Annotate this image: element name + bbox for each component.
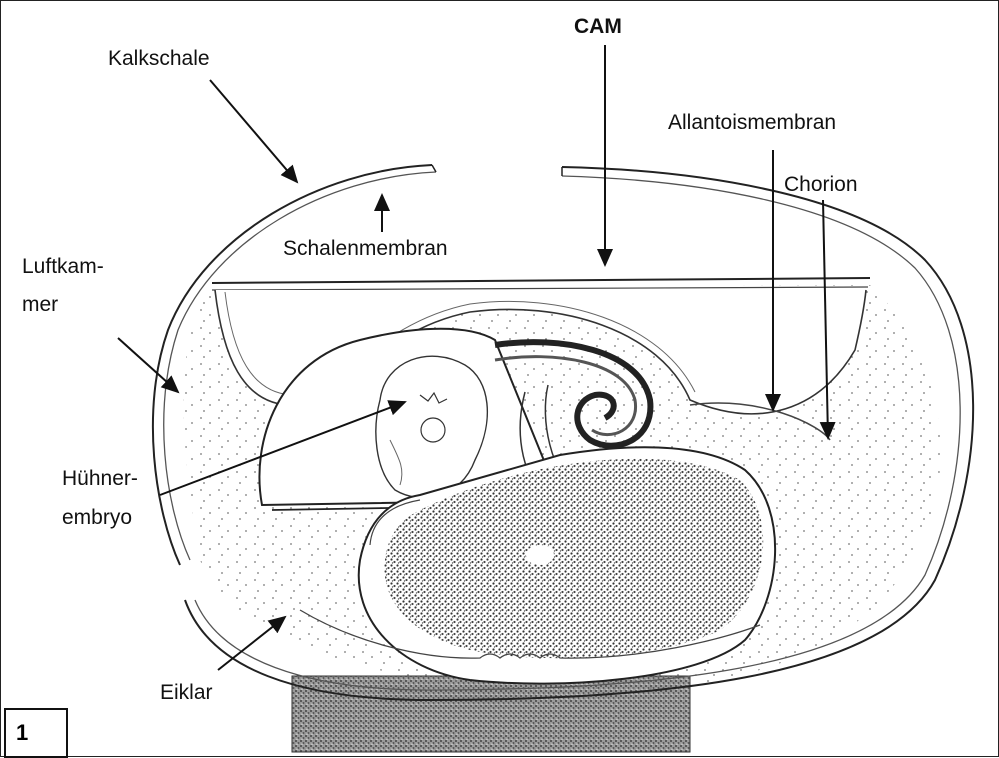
label-luftkammer-line2: mer — [22, 292, 58, 318]
label-eiklar: Eiklar — [160, 680, 213, 706]
figure-number-box: 1 — [4, 708, 68, 758]
label-luftkammer-line1: Luftkam- — [22, 254, 104, 280]
label-chorion: Chorion — [784, 172, 858, 198]
arrow-kalkschale — [210, 80, 297, 182]
label-cam: CAM — [574, 14, 622, 40]
label-huehnerembryo-line1: Hühner- — [62, 466, 138, 492]
arrow-eiklar — [218, 617, 285, 670]
label-allantoismembran: Allantoismembran — [668, 110, 836, 136]
label-kalkschale: Kalkschale — [108, 46, 210, 72]
figure-number: 1 — [16, 720, 28, 746]
label-schalenmembran: Schalenmembran — [283, 236, 448, 262]
label-huehnerembryo-line2: embryo — [62, 505, 132, 531]
